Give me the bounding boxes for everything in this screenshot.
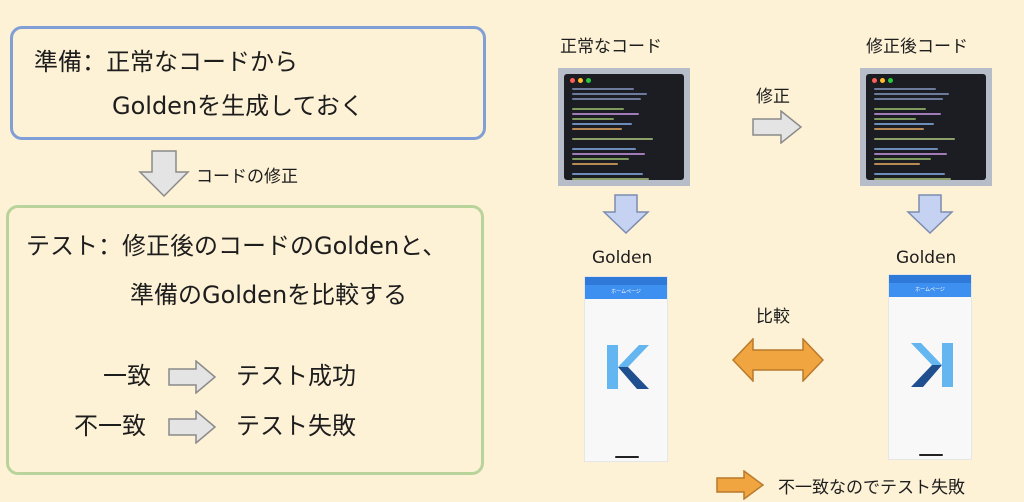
match-result: テスト成功 — [236, 362, 356, 390]
right-arrow-icon — [168, 360, 216, 394]
golden-image-normal: ホームページ — [584, 276, 668, 462]
preparation-text-line1: 準備：正常なコードから — [34, 48, 298, 76]
k-logo-icon — [607, 345, 649, 389]
phone-title: ホームページ — [915, 287, 945, 293]
modify-label: 修正 — [756, 87, 790, 107]
down-arrow-icon — [602, 194, 650, 234]
down-arrow-icon — [906, 194, 954, 234]
golden-label-left: Golden — [592, 248, 653, 268]
modified-code-label: 修正後コード — [866, 37, 968, 57]
legend-label: 不一致なのでテスト失敗 — [778, 478, 965, 498]
normal-code-screenshot — [558, 68, 690, 186]
double-arrow-icon — [732, 338, 824, 382]
normal-code-label: 正常なコード — [560, 37, 662, 57]
k-logo-mirrored-icon — [911, 343, 953, 387]
right-arrow-icon — [168, 410, 216, 444]
mismatch-label: 不一致 — [74, 412, 146, 440]
preparation-box — [10, 26, 486, 140]
test-box — [6, 205, 484, 475]
phone-title: ホームページ — [611, 289, 641, 295]
app-bar: ホームページ — [585, 277, 667, 299]
preparation-text-line2: Goldenを生成しておく — [112, 92, 364, 120]
compare-label: 比較 — [756, 307, 790, 327]
golden-image-modified: ホームページ — [888, 274, 972, 460]
test-text-line2: 準備のGoldenを比較する — [130, 281, 408, 309]
golden-label-right: Golden — [896, 248, 957, 268]
modified-code-screenshot — [860, 68, 992, 186]
test-text-line1: テスト：修正後のコードのGoldenと、 — [26, 232, 447, 260]
app-bar: ホームページ — [889, 275, 971, 297]
right-arrow-icon — [752, 110, 802, 144]
code-modify-label: コードの修正 — [196, 167, 298, 187]
down-arrow-icon — [138, 150, 190, 198]
match-label: 一致 — [103, 362, 151, 390]
mismatch-result: テスト失敗 — [236, 412, 356, 440]
orange-arrow-icon — [716, 470, 764, 500]
